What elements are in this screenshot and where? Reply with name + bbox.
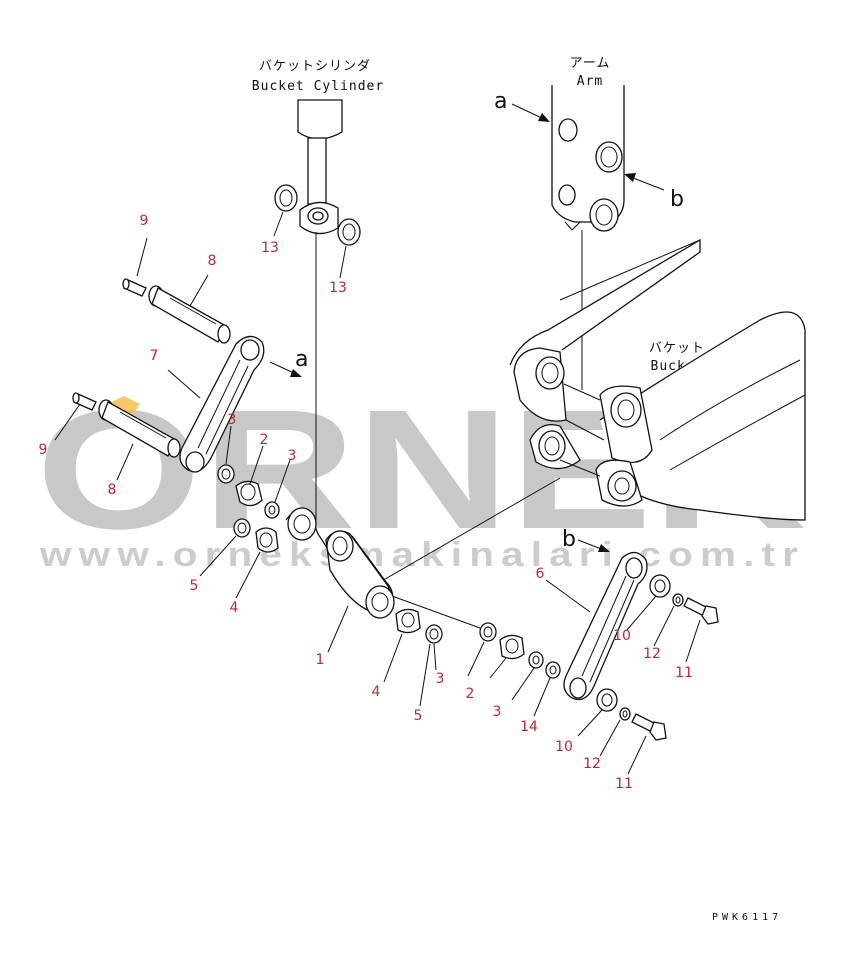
bolt-11-lower xyxy=(631,713,667,741)
callout-numbers: 9 8 7 13 13 9 8 3 2 3 5 4 1 4 3 5 2 3 14… xyxy=(39,213,693,792)
bushing-4-left xyxy=(255,527,279,553)
seal-3-left-a xyxy=(217,464,235,484)
ref-a-mid: a xyxy=(295,347,308,372)
washer-13-left xyxy=(274,184,298,212)
seal-3-left-b xyxy=(264,501,280,519)
washer-13-right xyxy=(337,218,361,246)
callout-8-lower: 8 xyxy=(108,482,117,498)
callout-9-upper: 9 xyxy=(140,213,149,229)
bucket-cylinder xyxy=(297,99,343,235)
ref-a-top: a xyxy=(494,89,507,114)
bucket-cylinder-en-label: Bucket Cylinder xyxy=(252,79,384,94)
callout-5-right: 5 xyxy=(414,708,423,724)
ring-5-right xyxy=(425,624,443,644)
bucket-jp-label: バケット xyxy=(649,341,705,356)
arm-jp-label: アーム xyxy=(570,56,611,71)
callout-3-c: 3 xyxy=(436,671,445,687)
callout-3-d: 3 xyxy=(493,704,502,720)
callout-8-upper: 8 xyxy=(208,253,217,269)
callout-1: 1 xyxy=(316,652,325,668)
arrow-b-mid-icon xyxy=(598,544,610,552)
ref-b-mid: b xyxy=(562,527,576,552)
bucket xyxy=(509,238,806,521)
callout-13-right: 13 xyxy=(329,280,347,296)
arrow-a-mid-icon xyxy=(290,369,302,377)
washer-10-lower xyxy=(596,688,618,712)
callout-2-right: 2 xyxy=(466,686,475,702)
link-1 xyxy=(285,507,395,619)
drawing-code: PWK6117 xyxy=(712,912,782,923)
pin-8-lower xyxy=(98,396,181,458)
highlight-mark xyxy=(100,396,140,416)
callout-10-upper: 10 xyxy=(613,628,631,644)
callout-10-lower: 10 xyxy=(555,739,573,755)
bushing-4-right xyxy=(395,608,421,634)
bushing-2-left xyxy=(235,480,263,507)
link-pin-axis xyxy=(379,477,561,583)
lockwasher-12-upper xyxy=(672,593,684,607)
ring-5-left xyxy=(233,518,251,538)
callout-9-lower: 9 xyxy=(39,442,48,458)
lockwasher-12-lower xyxy=(619,707,631,721)
callout-11-upper: 11 xyxy=(675,665,693,681)
link-6 xyxy=(563,551,648,701)
callout-12-upper: 12 xyxy=(643,646,661,662)
grease-fitting-9-lower xyxy=(72,392,97,411)
link-7 xyxy=(179,335,265,473)
arrow-b-top-icon xyxy=(624,173,636,182)
callout-12-lower: 12 xyxy=(583,756,601,772)
leader-lines xyxy=(54,211,701,775)
bushing-2-right xyxy=(499,634,525,660)
pin-8-upper xyxy=(148,285,231,344)
shim-14 xyxy=(545,661,561,679)
washer-10-upper xyxy=(649,574,671,598)
callout-4-left: 4 xyxy=(230,600,239,616)
seal-3-right-a xyxy=(479,622,497,642)
grease-fitting-9-upper xyxy=(122,278,147,297)
callout-13-left: 13 xyxy=(261,240,279,256)
callout-5-left: 5 xyxy=(190,578,199,594)
callout-7: 7 xyxy=(150,348,159,364)
callout-14: 14 xyxy=(520,719,538,735)
bolt-11-upper xyxy=(683,597,719,625)
arm xyxy=(551,85,625,232)
callout-2-left: 2 xyxy=(260,432,269,448)
callout-11-lower: 11 xyxy=(615,776,633,792)
callout-3-b: 3 xyxy=(288,448,297,464)
seal-3-right-b xyxy=(528,651,544,669)
callout-6: 6 xyxy=(536,566,545,582)
ref-b-top: b xyxy=(670,187,684,212)
watermark-url: www.orneksmakinalari.com.tr xyxy=(39,536,805,574)
arrow-a-top-icon xyxy=(538,113,550,122)
bucket-cylinder-jp-label: バケットシリンダ xyxy=(259,59,371,74)
callout-3-a: 3 xyxy=(228,412,237,428)
callout-4-right: 4 xyxy=(372,684,381,700)
